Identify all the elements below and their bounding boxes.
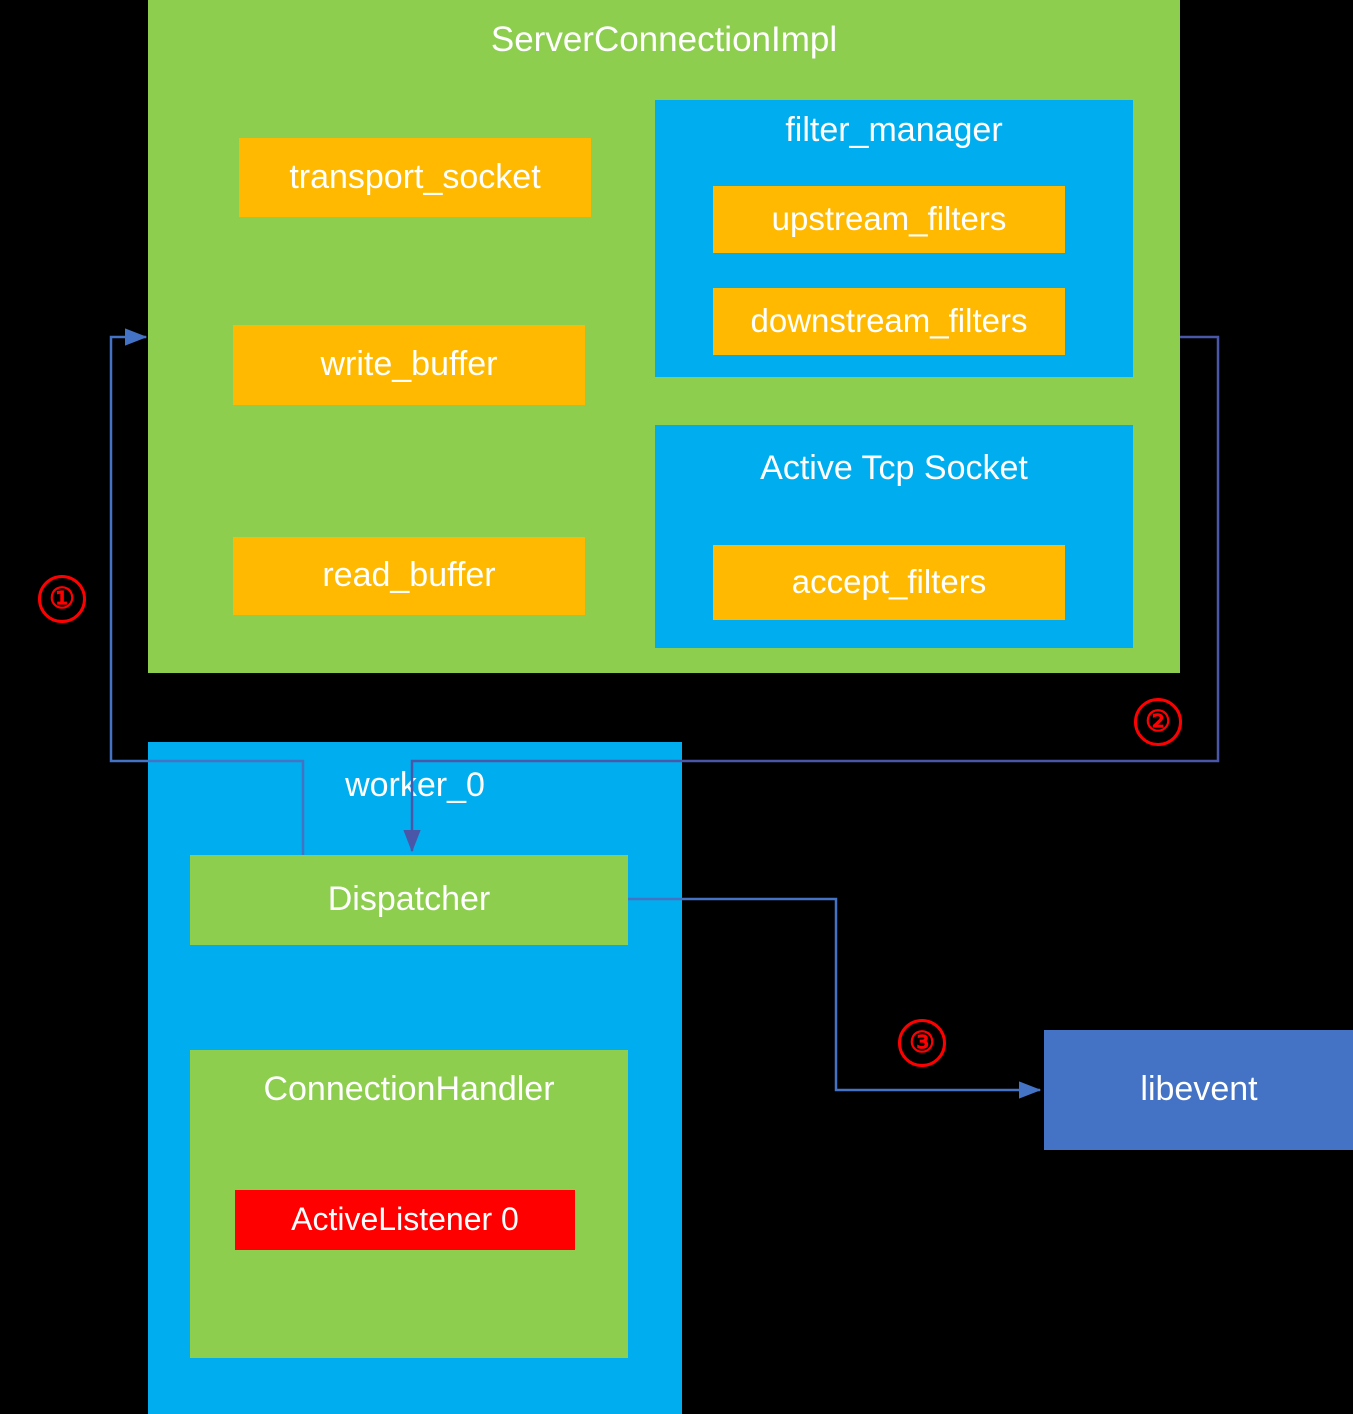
dispatcher-label: Dispatcher — [327, 880, 491, 919]
downstream-filters-box: downstream_filters — [713, 288, 1065, 355]
step-marker-3-number: ③ — [909, 1026, 935, 1059]
accept-filters-box: accept_filters — [713, 545, 1065, 620]
connector-3-path — [628, 897, 1042, 1099]
upstream-filters-box: upstream_filters — [713, 186, 1065, 253]
downstream-filters-label: downstream_filters — [750, 302, 1028, 340]
write-buffer-label: write_buffer — [320, 345, 498, 384]
upstream-filters-label: upstream_filters — [771, 200, 1007, 238]
accept-filters-label: accept_filters — [791, 563, 987, 601]
write-buffer-box: write_buffer — [233, 325, 585, 405]
transport-socket-box: transport_socket — [239, 138, 591, 217]
libevent-box: libevent — [1044, 1030, 1353, 1150]
read-buffer-label: read_buffer — [322, 556, 496, 595]
filter-manager-title: filter_manager — [785, 111, 1003, 149]
dispatcher-box: Dispatcher — [190, 855, 628, 945]
active-tcp-socket-title: Active Tcp Socket — [760, 449, 1028, 487]
worker-0-title: worker_0 — [345, 766, 485, 804]
server-connection-impl-title: ServerConnectionImpl — [490, 20, 838, 59]
active-listener-box: ActiveListener 0 — [235, 1190, 575, 1250]
connection-handler-title: ConnectionHandler — [263, 1070, 555, 1108]
step-marker-2-number: ② — [1145, 705, 1171, 738]
step-marker-1-number: ① — [49, 582, 75, 615]
transport-socket-label: transport_socket — [289, 157, 541, 196]
step-marker-3: ③ — [898, 1019, 946, 1067]
read-buffer-box: read_buffer — [233, 537, 585, 615]
active-listener-label: ActiveListener 0 — [291, 1201, 519, 1238]
step-marker-2: ② — [1134, 698, 1182, 746]
libevent-label: libevent — [1140, 1070, 1258, 1109]
step-marker-1: ① — [38, 575, 86, 623]
